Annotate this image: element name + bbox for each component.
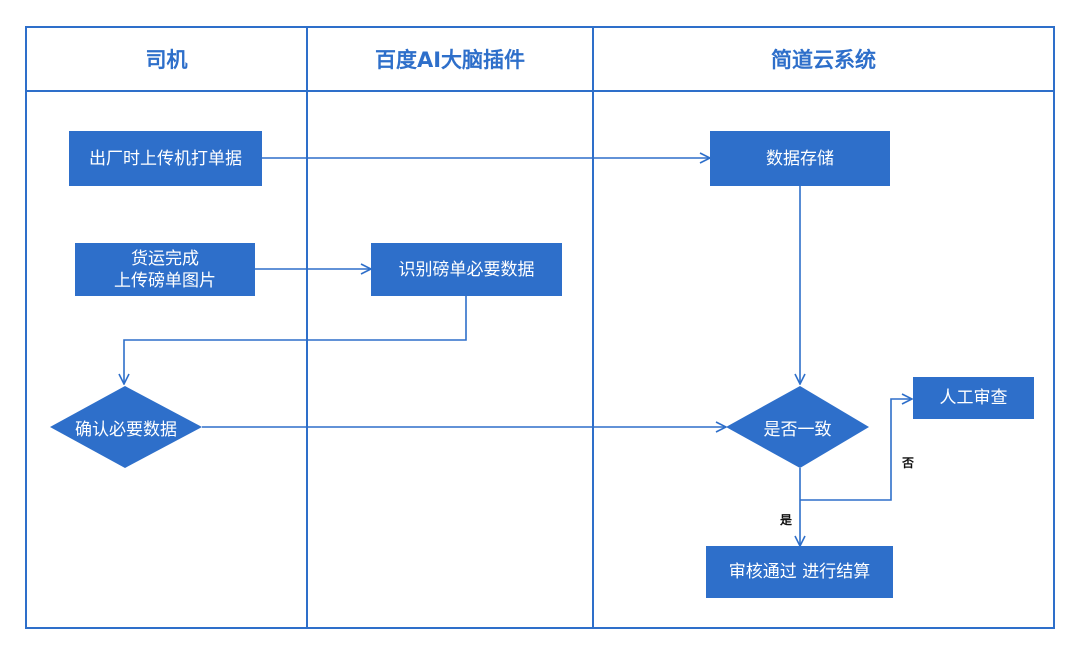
lane-header-ai-plugin: 百度AI大脑插件 <box>374 48 526 72</box>
node-label-line-1: 货运完成 <box>131 248 199 269</box>
node-confirm-data-label: 确认必要数据 <box>75 419 177 440</box>
lane-header-jiandaoyun: 简道云系统 <box>771 48 876 72</box>
node-label-line-2: 上传磅单图片 <box>114 270 216 291</box>
node-consistent-check-label: 是否一致 <box>763 419 832 440</box>
node-recognize-data: 识别磅单必要数据 <box>371 243 562 296</box>
diagram-border <box>25 26 1055 629</box>
consistent-check-diamond <box>726 386 869 468</box>
edge-label-yes: 是 <box>780 513 793 527</box>
node-label: 人工审查 <box>939 388 1008 408</box>
node-shipment-done: 货运完成 上传磅单图片 <box>75 243 255 296</box>
confirm-data-diamond <box>50 386 202 468</box>
edge-check-no <box>800 399 912 501</box>
node-store-data: 数据存储 <box>710 131 890 186</box>
node-label: 审核通过 进行结算 <box>728 562 871 582</box>
node-manual-review: 人工审查 <box>913 377 1034 419</box>
lane-header-driver: 司机 <box>145 48 188 72</box>
node-label: 数据存储 <box>766 148 834 169</box>
node-label: 识别磅单必要数据 <box>398 259 535 280</box>
node-label: 出厂时上传机打单据 <box>89 148 242 169</box>
node-approve-settle: 审核通过 进行结算 <box>706 546 893 598</box>
node-upload-on-departure: 出厂时上传机打单据 <box>69 131 262 186</box>
edge-recognize-to-confirm <box>124 296 467 384</box>
edge-label-no: 否 <box>902 456 915 470</box>
